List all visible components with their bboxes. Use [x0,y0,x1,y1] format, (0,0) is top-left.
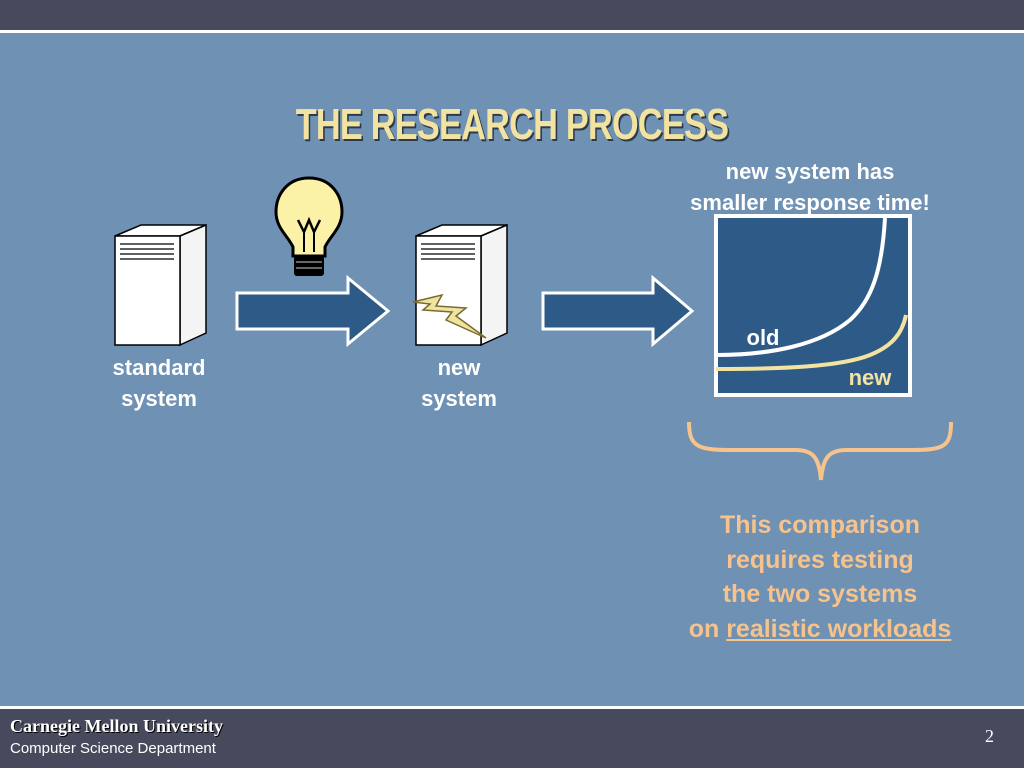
standard-system-label: standard system [84,352,234,414]
arrow-right-icon [541,274,695,348]
new-curve-label: new [848,365,892,390]
claim-text: new system has smaller response time! [660,156,960,218]
top-bar [0,0,1024,30]
new-curve [715,314,908,371]
page-number: 2 [985,726,994,746]
new-label-line-2: system [421,386,497,411]
lightbulb-icon [274,176,344,276]
comparison-note: This comparison requires testing the two… [650,508,990,646]
note-line-4: on realistic workloads [650,612,990,647]
server-icon [114,223,207,347]
arrow-right-icon [235,274,391,348]
note-line-2: requires testing [726,545,914,574]
response-time-chart [714,214,912,397]
claim-line-2: smaller response time! [690,190,930,215]
note-line-3: the two systems [722,580,918,608]
university-name: Carnegie Mellon University [10,716,223,736]
old-curve-label: old [746,325,780,350]
claim-line-1: new system has [725,159,895,184]
standard-label-line-2: system [121,386,197,411]
slide-title: THE RESEARCH PROCESS [295,100,729,149]
department-name: Computer Science Department [10,740,216,757]
top-divider [0,30,1024,33]
footer-bar [0,709,1024,768]
lightning-icon [412,293,487,339]
standard-label-line-1: standard [112,355,206,380]
old-curve [715,217,887,357]
brace-icon [687,421,953,481]
bottom-divider [0,706,1024,709]
new-system-label: new system [384,352,534,414]
note-line-4-prefix: on [688,614,727,643]
note-line-1: This comparison [719,511,921,539]
new-label-line-1: new [437,355,481,380]
realistic-workloads-link[interactable]: realistic workloads [726,614,952,643]
